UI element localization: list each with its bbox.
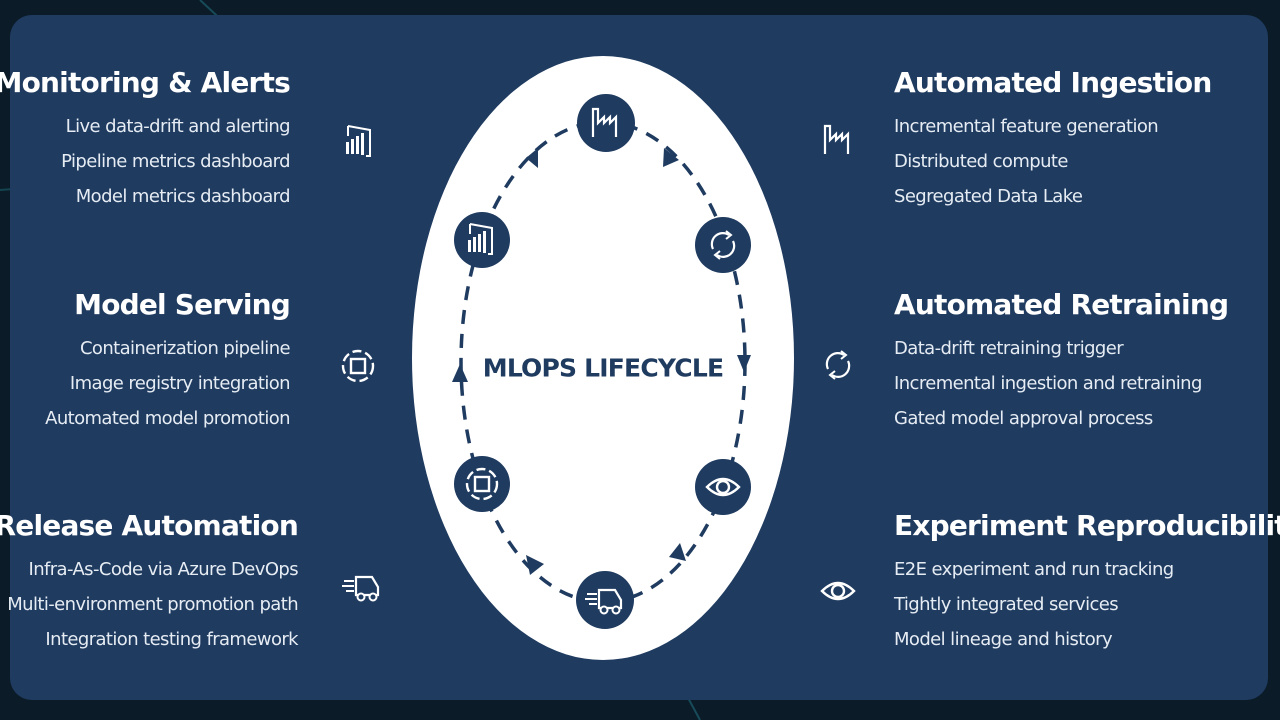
section-item: E2E experiment and run tracking <box>894 559 1174 580</box>
section-serving: Model Serving Containerization pipeline … <box>45 288 291 436</box>
arrow-icon <box>452 364 468 382</box>
stage-experiment <box>695 459 751 515</box>
section-item: Data-drift retraining trigger <box>894 338 1124 359</box>
stage-monitoring <box>454 212 510 268</box>
arrow-icon <box>663 148 679 167</box>
section-item: Segregated Data Lake <box>894 186 1083 207</box>
stage-release <box>576 571 634 629</box>
center-title: MLOPS LIFECYCLE <box>482 353 724 383</box>
lifecycle-ellipse <box>412 56 794 660</box>
section-ingestion: Automated Ingestion Incremental feature … <box>894 66 1212 214</box>
arrow-icon <box>526 555 544 575</box>
section-item: Multi-environment promotion path <box>7 594 298 615</box>
section-title: Experiment Reproducibility <box>894 509 1280 542</box>
section-title: Automated Retraining <box>894 288 1229 321</box>
section-title: Monitoring & Alerts <box>0 66 291 99</box>
factory-icon <box>823 124 850 156</box>
section-item: Integration testing framework <box>45 629 298 650</box>
section-item: Tightly integrated services <box>894 594 1119 615</box>
section-item: Automated model promotion <box>45 408 290 429</box>
section-item: Infra-As-Code via Azure DevOps <box>28 559 298 580</box>
flow-arrows <box>452 148 751 575</box>
arrow-icon <box>669 543 686 561</box>
section-release: Release Automation Infra-As-Code via Azu… <box>0 509 299 657</box>
section-item: Model lineage and history <box>894 629 1113 650</box>
arrow-icon <box>737 355 751 372</box>
arrow-icon <box>526 148 538 168</box>
section-experiment: Experiment Reproducibility E2E experimen… <box>894 509 1280 657</box>
section-item: Incremental ingestion and retraining <box>894 373 1202 394</box>
section-item: Pipeline metrics dashboard <box>61 151 290 172</box>
section-retraining: Automated Retraining Data-drift retraini… <box>894 288 1229 436</box>
stage-ingestion <box>577 94 635 152</box>
section-item: Live data-drift and alerting <box>65 116 291 137</box>
delivery-truck-icon <box>340 575 380 602</box>
section-title: Automated Ingestion <box>894 66 1212 99</box>
section-item: Containerization pipeline <box>79 338 291 359</box>
container-icon <box>341 349 375 383</box>
stage-retraining <box>695 217 751 273</box>
section-monitoring: Monitoring & Alerts Live data-drift and … <box>0 66 291 214</box>
section-title: Release Automation <box>0 509 299 542</box>
stage-serving <box>454 456 510 512</box>
eye-icon <box>820 581 856 601</box>
dashboard-chart-icon <box>345 125 371 157</box>
section-item: Distributed compute <box>894 151 1068 172</box>
refresh-cycle-icon <box>825 349 851 381</box>
section-item: Gated model approval process <box>894 408 1153 429</box>
section-item: Incremental feature generation <box>894 116 1159 137</box>
section-item: Image registry integration <box>69 373 291 394</box>
section-title: Model Serving <box>74 288 291 321</box>
section-item: Model metrics dashboard <box>75 186 291 207</box>
